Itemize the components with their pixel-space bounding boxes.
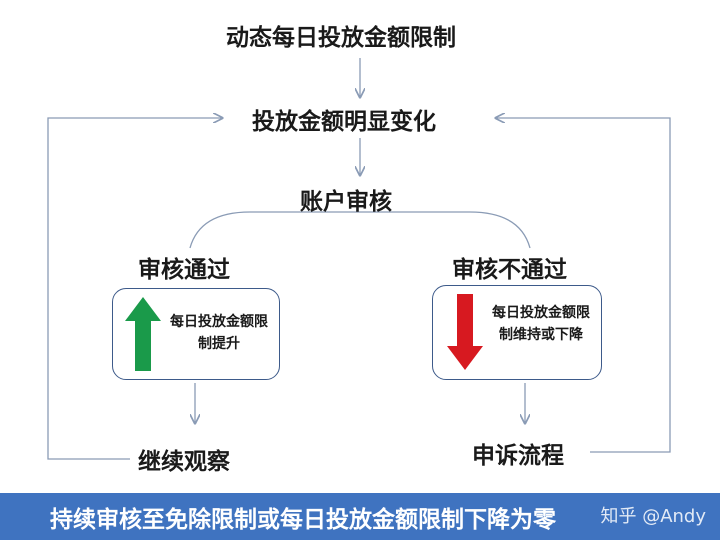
review-node: 账户审核	[300, 189, 392, 215]
pass-card: 每日投放金额限制提升	[112, 288, 280, 380]
up-arrow-icon	[125, 297, 161, 371]
title-node: 动态每日投放金额限制	[226, 25, 456, 51]
branch-arc	[189, 211, 531, 249]
loop-right	[496, 118, 671, 453]
fail-card-text: 每日投放金额限制维持或下降	[492, 305, 590, 343]
loop-left	[47, 118, 222, 460]
pass-node: 审核通过	[138, 257, 230, 283]
observe-node: 继续观察	[138, 449, 230, 475]
fail-node: 审核不通过	[452, 257, 567, 283]
pass-card-text: 每日投放金额限制提升	[170, 314, 268, 352]
change-node: 投放金额明显变化	[252, 109, 436, 135]
down-arrow-icon	[447, 294, 483, 370]
watermark: 知乎 @Andy	[600, 506, 706, 527]
fail-card: 每日投放金额限制维持或下降	[432, 285, 602, 380]
footer-banner: 持续审核至免除限制或每日投放金额限制下降为零	[0, 493, 720, 540]
appeal-node: 申诉流程	[472, 443, 564, 469]
